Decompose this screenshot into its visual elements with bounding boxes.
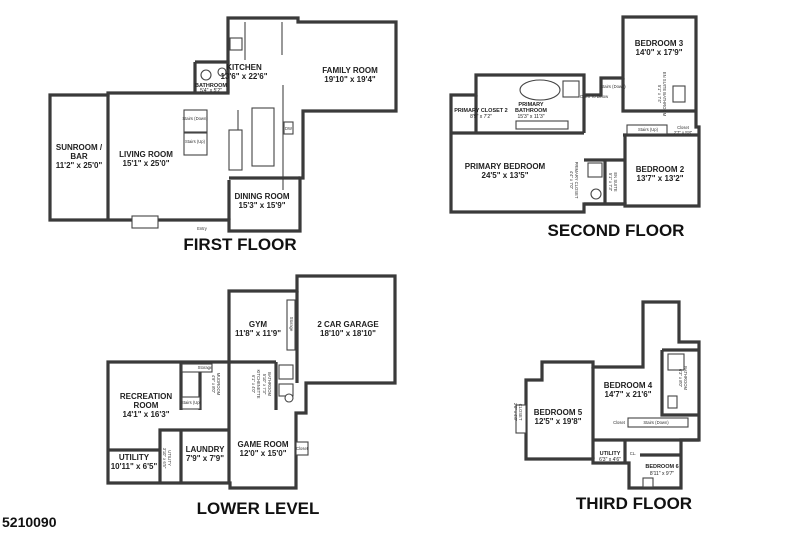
third-closet-left-name: CLOSET <box>518 404 523 421</box>
third-bedroom5-name: BEDROOM 5 <box>534 408 583 417</box>
lower-game-room-name: GAME ROOM <box>237 440 288 449</box>
lower-gym-name: GYM <box>249 320 268 329</box>
second-primary-bathroom-dims: 15'3" x 11'3" <box>517 114 544 120</box>
first-bathroom-dims: 5'4" x 5'2" <box>200 88 222 94</box>
first-stairs-down-label: Stairs (Down) <box>182 116 208 121</box>
second-stairs-up: Stairs (Up) <box>638 127 659 132</box>
third-utility-name: UTILITY <box>600 451 621 457</box>
lower-utility-b-name: UTILITY <box>167 450 172 466</box>
first-sunroom-dims: 11'2" x 25'0" <box>56 161 103 170</box>
first-living-room-dims: 15'1" x 25'0" <box>123 159 170 168</box>
second-primary-bedroom-name: PRIMARY BEDROOM <box>465 162 546 171</box>
first-sunroom-name: SUNROOM / <box>56 143 103 152</box>
lower-gym-dims: 11'8" x 11'9" <box>235 329 281 338</box>
second-bedroom3-dims: 14'0" x 17'9" <box>636 48 683 57</box>
first-dw-label: DW <box>285 126 292 131</box>
lower-level-title: LOWER LEVEL <box>197 499 320 518</box>
first-dining-room-dims: 15'3" x 15'9" <box>239 201 286 210</box>
third-bedroom6-dims: 8'11" x 9'7" <box>650 471 674 477</box>
lower-game-room-dims: 12'0" x 15'0" <box>240 449 287 458</box>
second-open-to-below: Open To Below <box>580 94 609 99</box>
second-en-suite-dims: 5'1" x 7'3" <box>608 173 613 192</box>
lower-garage-name: 2 CAR GARAGE <box>317 320 379 329</box>
second-stairs-down: Stairs (Down) <box>600 84 626 89</box>
first-family-room-name: FAMILY ROOM <box>322 66 378 75</box>
second-bedroom3-name: BEDROOM 3 <box>635 39 684 48</box>
third-bedroom4-dims: 14'7" x 21'6" <box>605 390 652 399</box>
third-stairs-down: Stairs (Down) <box>643 420 669 425</box>
third-floor-title: THIRD FLOOR <box>576 494 692 513</box>
lower-kitchenette-dims: 6'1" x 4'0" <box>251 375 256 394</box>
third-bedroom4-name: BEDROOM 4 <box>604 381 653 390</box>
lower-recreation-name: RECREATION <box>120 392 173 401</box>
second-primary-closet2-name: PRIMARY CLOSET 2 <box>454 108 507 114</box>
lower-kitchenette-name: KITCHENETTE <box>256 369 261 398</box>
third-floor-plan: BEDROOM 5 12'5" x 19'8" BEDROOM 4 14'7" … <box>513 300 701 513</box>
first-family-room-dims: 19'10" x 19'4" <box>324 75 376 84</box>
listing-number: 5210090 <box>2 514 57 530</box>
third-bedroom5-dims: 12'5" x 19'8" <box>535 417 582 426</box>
third-cl-label: CL. <box>630 451 637 456</box>
lower-utility-b-dims: 3'10" x 6'5" <box>162 448 167 469</box>
first-sunroom-name2: BAR <box>70 152 88 161</box>
lower-stairs-up: Stairs (Up) <box>181 400 202 405</box>
first-dining-room-name: DINING ROOM <box>234 192 289 201</box>
third-utility-dims: 6'3" x 4'6" <box>599 457 621 463</box>
first-kitchen-name: KITCHEN <box>226 63 262 72</box>
lower-closet-label: Closet <box>296 446 309 451</box>
second-bedroom2-dims: 13'7" x 13'2" <box>637 174 684 183</box>
second-primary-closet-dims: 4'4" x 7'0" <box>569 171 574 190</box>
second-primary-closet2-dims: 8'9" x 7'2" <box>470 114 492 120</box>
second-floor-title: SECOND FLOOR <box>548 221 685 240</box>
lower-laundry-dims: 7'9" x 7'9" <box>186 454 224 463</box>
lower-level-plan: GYM 11'8" x 11'9" 2 CAR GARAGE 18'10" x … <box>106 274 397 518</box>
lower-recreation-name2: ROOM <box>134 401 159 410</box>
lower-utility-a-dims: 10'11" x 6'5" <box>111 462 158 471</box>
first-entry-label: Entry <box>197 226 208 231</box>
second-closet-dims: 2'7" x 5'8" <box>674 130 693 135</box>
second-primary-bedroom-dims: 24'5" x 13'5" <box>482 171 529 180</box>
third-closet-label: Closet <box>613 420 626 425</box>
lower-utility-a-name: UTILITY <box>119 453 150 462</box>
second-primary-bathroom-name: PRIMARY <box>518 102 543 108</box>
second-floor-plan: BEDROOM 3 14'0" x 17'9" PRIMARY CLOSET 2… <box>449 15 701 240</box>
second-bedroom2-name: BEDROOM 2 <box>636 165 685 174</box>
lower-bathroom-name: BATHROOM <box>267 372 272 396</box>
second-en-suite-bathroom-dims: 5'1" x 7'4" <box>657 85 662 104</box>
second-en-suite-name: EN SUITE <box>613 172 618 192</box>
second-primary-closet-name: PRIMARY CLOSET <box>574 162 579 199</box>
second-primary-bathroom-name2: BATHROOM <box>515 108 547 114</box>
lower-garage-dims: 18'10" x 18'10" <box>320 329 376 338</box>
first-bathroom-name: BATHROOM <box>195 83 227 89</box>
first-floor-title: FIRST FLOOR <box>183 235 296 254</box>
second-closet-label: Closet <box>677 125 690 130</box>
lower-bathroom-dims: 5'10" x 7'3" <box>262 374 267 395</box>
lower-mudroom-dims: 4'9" x 8'0" <box>211 375 216 394</box>
first-stairs-up-label: Stairs (Up) <box>185 139 206 144</box>
third-closet-left-dims: 2'0" x 4'8" <box>513 403 518 422</box>
first-floor-plan: DW KITCHEN 13'6" x 22'6" FAMILY ROOM 19'… <box>48 16 398 254</box>
first-living-room-name: LIVING ROOM <box>119 150 173 159</box>
lower-laundry-name: LAUNDRY <box>186 445 225 454</box>
lower-recreation-dims: 14'1" x 16'3" <box>123 410 170 419</box>
first-kitchen-dims: 13'6" x 22'6" <box>221 72 268 81</box>
lower-storage2-label: Storage <box>289 317 294 332</box>
second-en-suite-bathroom-name: EN SUITE BATHROOM <box>662 72 667 117</box>
third-bathroom-name: BATHROOM <box>683 366 688 390</box>
lower-mudroom-name: MUDROOM <box>216 373 221 396</box>
third-bathroom-dims: 6'3" x 8'0" <box>678 369 683 388</box>
third-bedroom6-name: BEDROOM 6 <box>645 464 678 470</box>
lower-storage-label: Storage <box>198 365 213 370</box>
